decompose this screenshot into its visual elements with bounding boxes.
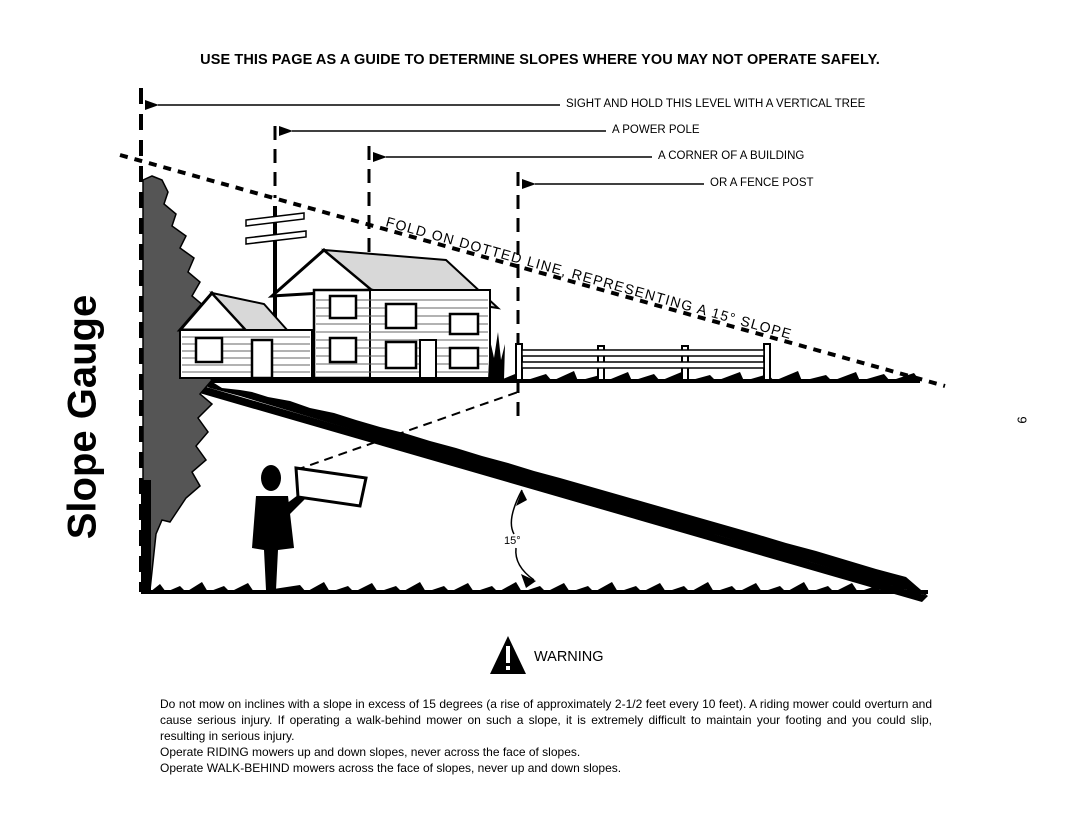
slope-gauge-card (294, 466, 368, 508)
page-heading: USE THIS PAGE AS A GUIDE TO DETERMINE SL… (200, 52, 880, 68)
slope-grass (200, 383, 928, 596)
lower-grass (150, 582, 906, 592)
angle-indicator (510, 489, 536, 588)
vertical-tree (142, 175, 214, 591)
large-house (267, 248, 502, 380)
warning-symbol (490, 636, 526, 674)
fold-dotted-line (119, 153, 946, 388)
sighting-line (295, 391, 519, 471)
label-fence-post: OR A FENCE POST (710, 177, 814, 189)
label-tree: SIGHT AND HOLD THIS LEVEL WITH A VERTICA… (566, 98, 866, 110)
warning-paragraph: Operate WALK-BEHIND mowers across the fa… (160, 761, 622, 775)
fence (515, 343, 771, 381)
warning-title: WARNING (534, 649, 604, 665)
small-house (176, 290, 313, 380)
label-building-corner: A CORNER OF A BUILDING (658, 150, 805, 162)
angle-label: 15° (504, 535, 521, 547)
label-power-pole: A POWER POLE (612, 124, 700, 136)
warning-paragraph: Operate RIDING mowers up and down slopes… (160, 745, 581, 759)
warning-paragraph: Do not mow on inclines with a slope in e… (160, 697, 932, 743)
tree-trunk (141, 480, 151, 592)
shrub (488, 332, 505, 380)
slope-line (196, 384, 928, 602)
warning-body: Do not mow on inclines with a slope in e… (160, 696, 932, 776)
